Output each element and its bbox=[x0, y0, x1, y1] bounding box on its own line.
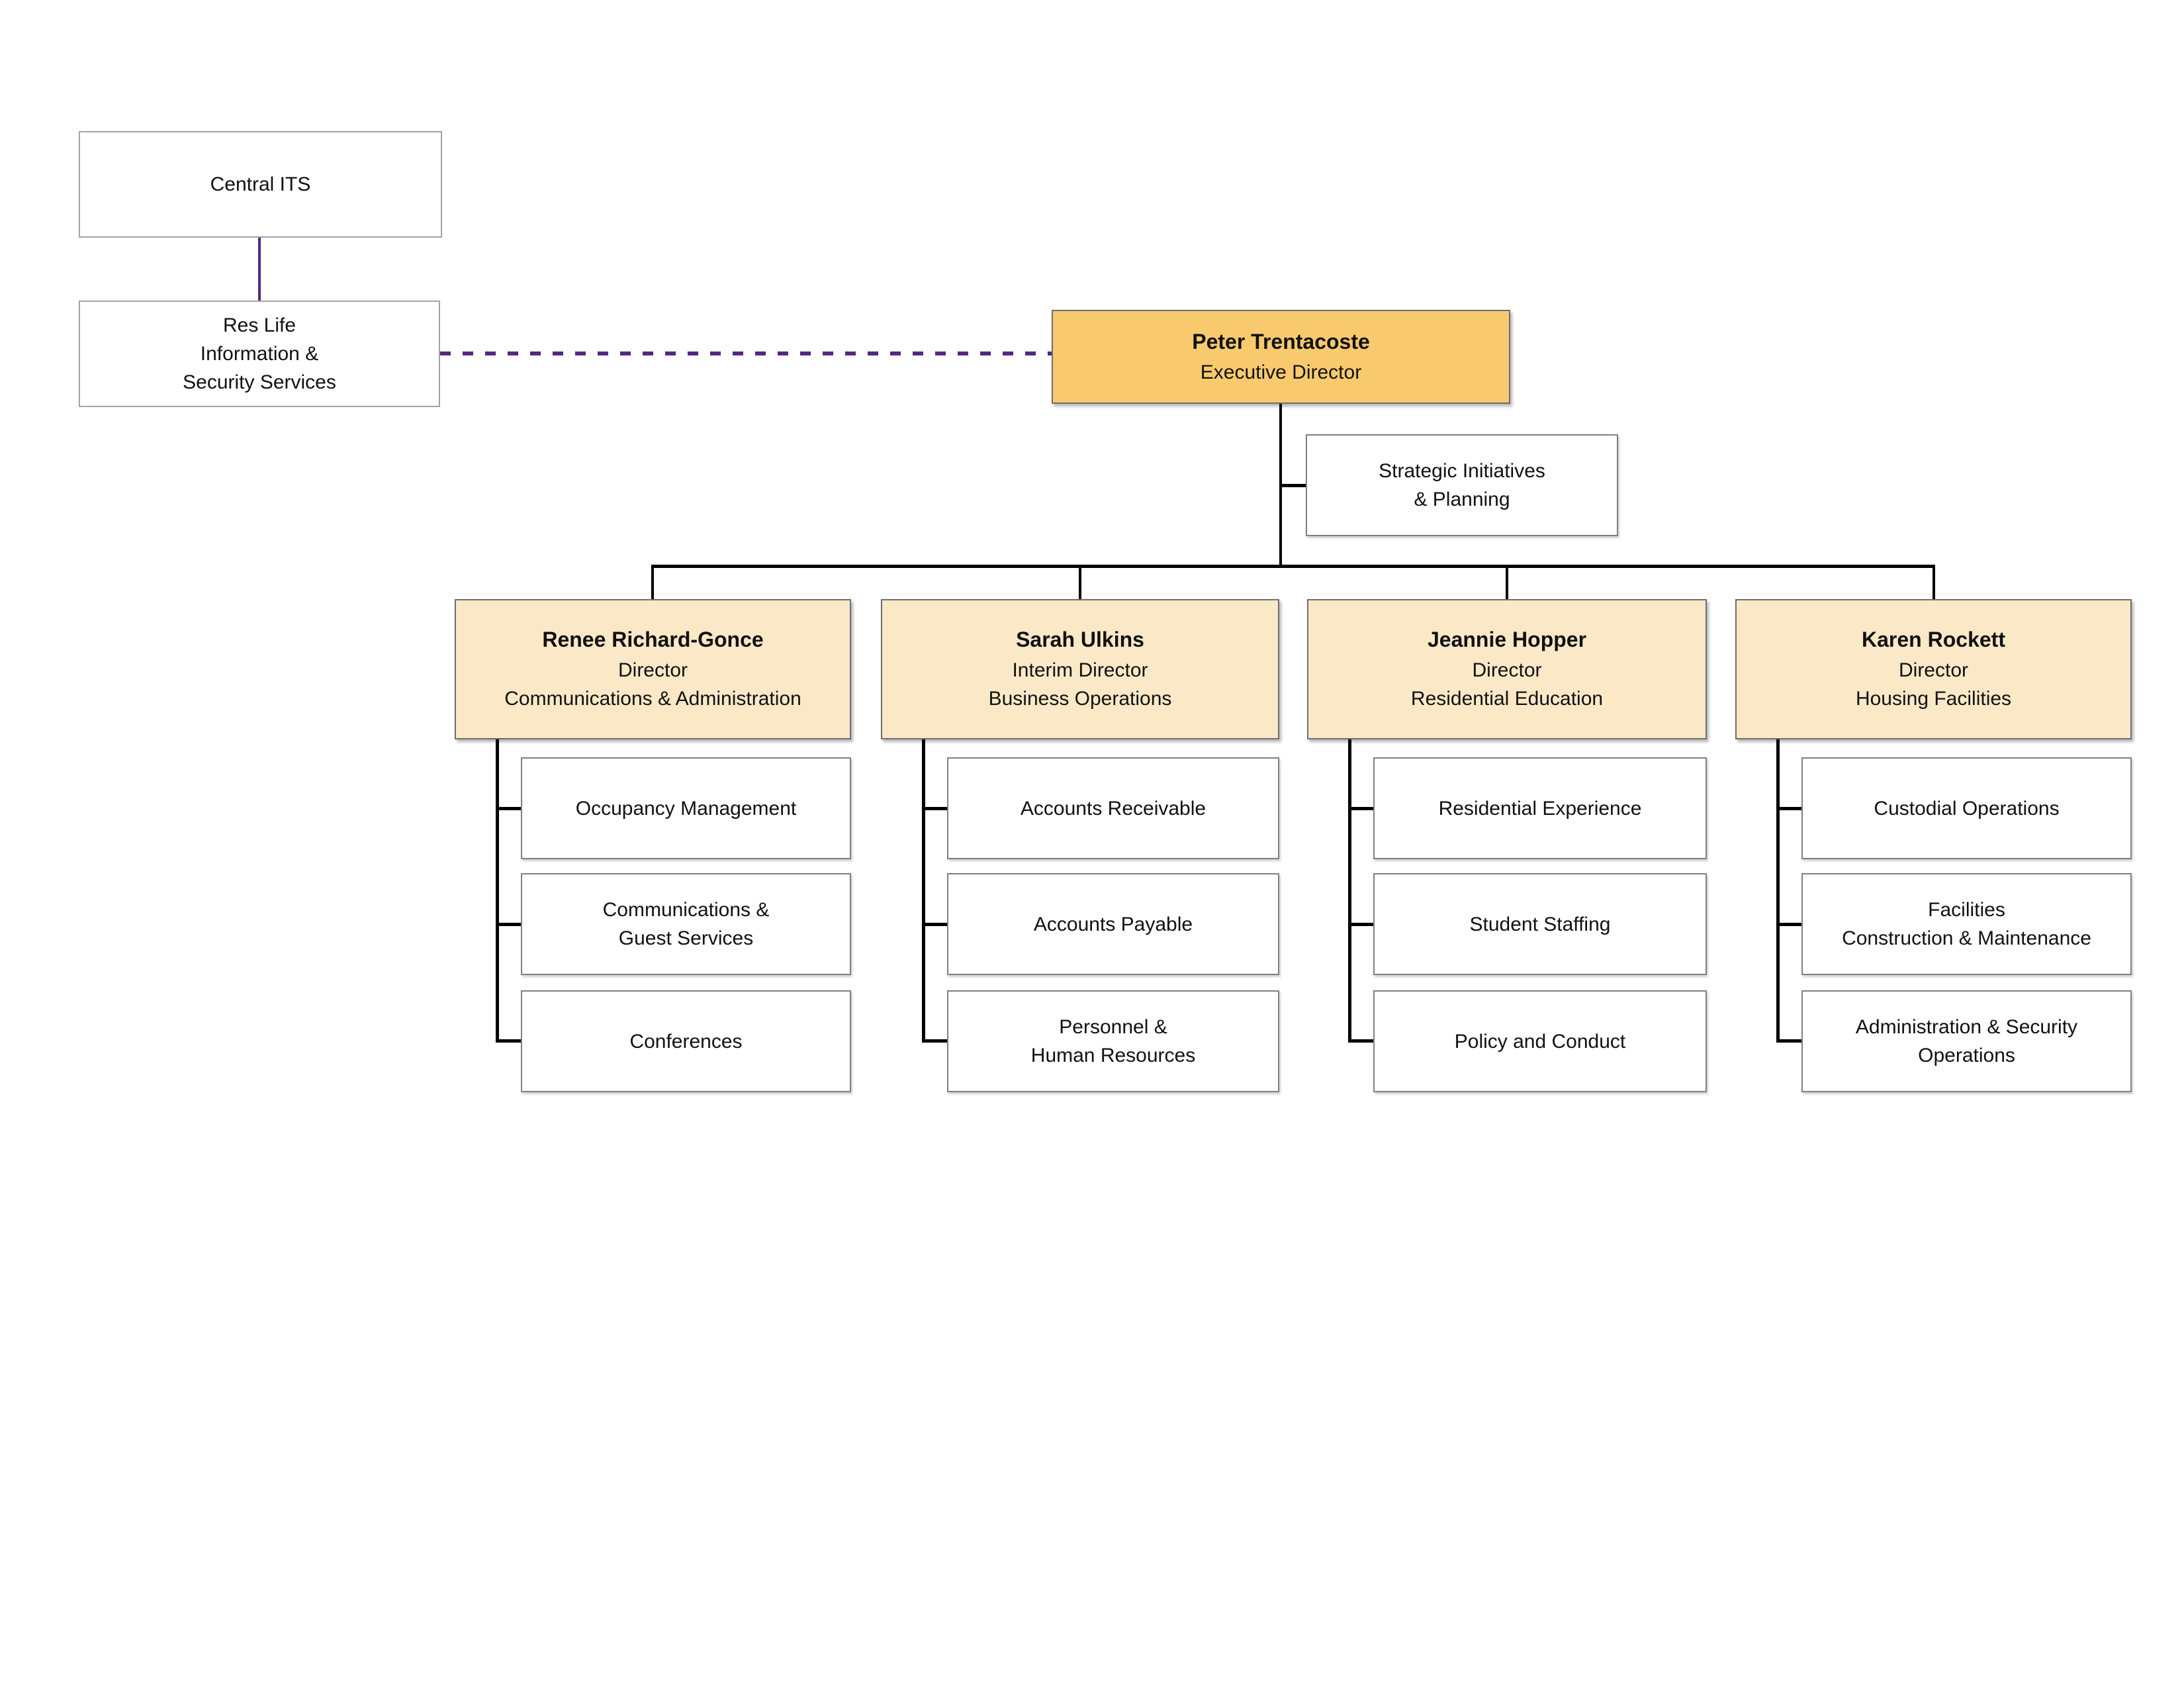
node-central-its: Central ITS bbox=[79, 131, 442, 238]
connector-tick-sarah-3 bbox=[922, 1039, 947, 1043]
node-name-text: Karen Rockett bbox=[1862, 628, 2005, 651]
node-residential-experience: Residential Experience bbox=[1373, 757, 1707, 859]
node-occupancy-management: Occupancy Management bbox=[521, 757, 851, 859]
node-label-text: Occupancy Management bbox=[575, 797, 797, 820]
node-communications-guest-services: Communications & Guest Services bbox=[521, 873, 851, 975]
node-label-text: Strategic Initiatives bbox=[1379, 460, 1545, 482]
node-label-text: Business Operations bbox=[988, 688, 1172, 710]
connector-tick-karen-3 bbox=[1776, 1039, 1801, 1043]
node-name-text: Sarah Ulkins bbox=[1016, 628, 1144, 651]
connector-tick-renee-2 bbox=[496, 923, 521, 926]
node-name-text: Peter Trentacoste bbox=[1192, 329, 1370, 353]
connector-tick-sarah-1 bbox=[922, 807, 947, 810]
connector-strategic-tick bbox=[1281, 484, 1306, 487]
node-label-text: Security Services bbox=[183, 371, 336, 393]
node-label-text: Communications & bbox=[602, 899, 770, 921]
node-label-text: Communications & Administration bbox=[504, 688, 801, 710]
connector-tick-renee-3 bbox=[496, 1039, 521, 1043]
connector-distribution-line bbox=[651, 565, 1934, 568]
node-label-text: Residential Education bbox=[1410, 688, 1604, 710]
connector-trunk-sarah bbox=[922, 739, 925, 1043]
connector-tick-karen-1 bbox=[1776, 807, 1801, 810]
node-label-text: Director bbox=[617, 659, 688, 681]
connector-tick-jeannie-1 bbox=[1348, 807, 1373, 810]
connector-tick-sarah-2 bbox=[922, 923, 947, 926]
node-label-text: Director bbox=[1898, 659, 1968, 681]
node-strategic-initiatives-planning: Strategic Initiatives & Planning bbox=[1306, 434, 1618, 536]
connector-tick-jeannie-3 bbox=[1348, 1039, 1373, 1043]
node-label-text: Res Life bbox=[222, 314, 296, 336]
node-label-text: Construction & Maintenance bbox=[1842, 927, 2091, 949]
connector-tick-karen-2 bbox=[1776, 923, 1801, 926]
node-conferences: Conferences bbox=[521, 990, 851, 1092]
node-personnel-human-resources: Personnel & Human Resources bbox=[947, 990, 1279, 1092]
node-name-text: Jeannie Hopper bbox=[1427, 628, 1587, 651]
node-label-text: Residential Experience bbox=[1438, 797, 1642, 820]
connector-trunk-karen bbox=[1776, 739, 1780, 1043]
node-label-text: Guest Services bbox=[618, 927, 754, 949]
node-label-text: Custodial Operations bbox=[1874, 797, 2060, 820]
node-label-text: Student Staffing bbox=[1469, 913, 1611, 935]
node-label-text: Director bbox=[1472, 659, 1542, 681]
node-label-text: Accounts Payable bbox=[1033, 913, 1193, 935]
node-policy-and-conduct: Policy and Conduct bbox=[1373, 990, 1707, 1092]
node-label-text: Policy and Conduct bbox=[1454, 1030, 1626, 1053]
connector-res-life-to-peter-dashed bbox=[440, 352, 1052, 355]
node-label-text: Conferences bbox=[629, 1030, 743, 1053]
node-label-text: & Planning bbox=[1414, 489, 1510, 510]
node-label-text: Personnel & bbox=[1059, 1016, 1167, 1038]
connector-tick-jeannie-2 bbox=[1348, 923, 1373, 926]
node-label-text: Housing Facilities bbox=[1855, 688, 2012, 710]
connector-tick-renee-1 bbox=[496, 807, 521, 810]
node-label-text: Facilities bbox=[1928, 899, 2005, 921]
connector-drop-renee bbox=[651, 565, 654, 599]
node-label-text: Operations bbox=[1918, 1045, 2015, 1066]
node-label-text: Executive Director bbox=[1200, 361, 1362, 383]
node-accounts-receivable: Accounts Receivable bbox=[947, 757, 1279, 859]
node-label-text: Information & bbox=[200, 343, 319, 365]
connector-drop-karen bbox=[1933, 565, 1935, 599]
node-label-text: Interim Director bbox=[1012, 659, 1148, 681]
node-accounts-payable: Accounts Payable bbox=[947, 873, 1279, 975]
connector-drop-sarah bbox=[1079, 565, 1081, 599]
node-label-text: Human Resources bbox=[1030, 1045, 1196, 1066]
node-name-text: Renee Richard-Gonce bbox=[542, 628, 764, 651]
node-custodial-operations: Custodial Operations bbox=[1801, 757, 2132, 859]
connector-trunk-jeannie bbox=[1348, 739, 1351, 1043]
connector-drop-jeannie bbox=[1506, 565, 1508, 599]
node-student-staffing: Student Staffing bbox=[1373, 873, 1707, 975]
node-label-text: Central ITS bbox=[210, 173, 311, 195]
connector-central-its-to-res-life bbox=[258, 238, 261, 301]
node-label-text: Administration & Security bbox=[1855, 1016, 2078, 1038]
connector-trunk-renee bbox=[496, 739, 499, 1043]
node-label-text: Accounts Receivable bbox=[1020, 797, 1206, 820]
